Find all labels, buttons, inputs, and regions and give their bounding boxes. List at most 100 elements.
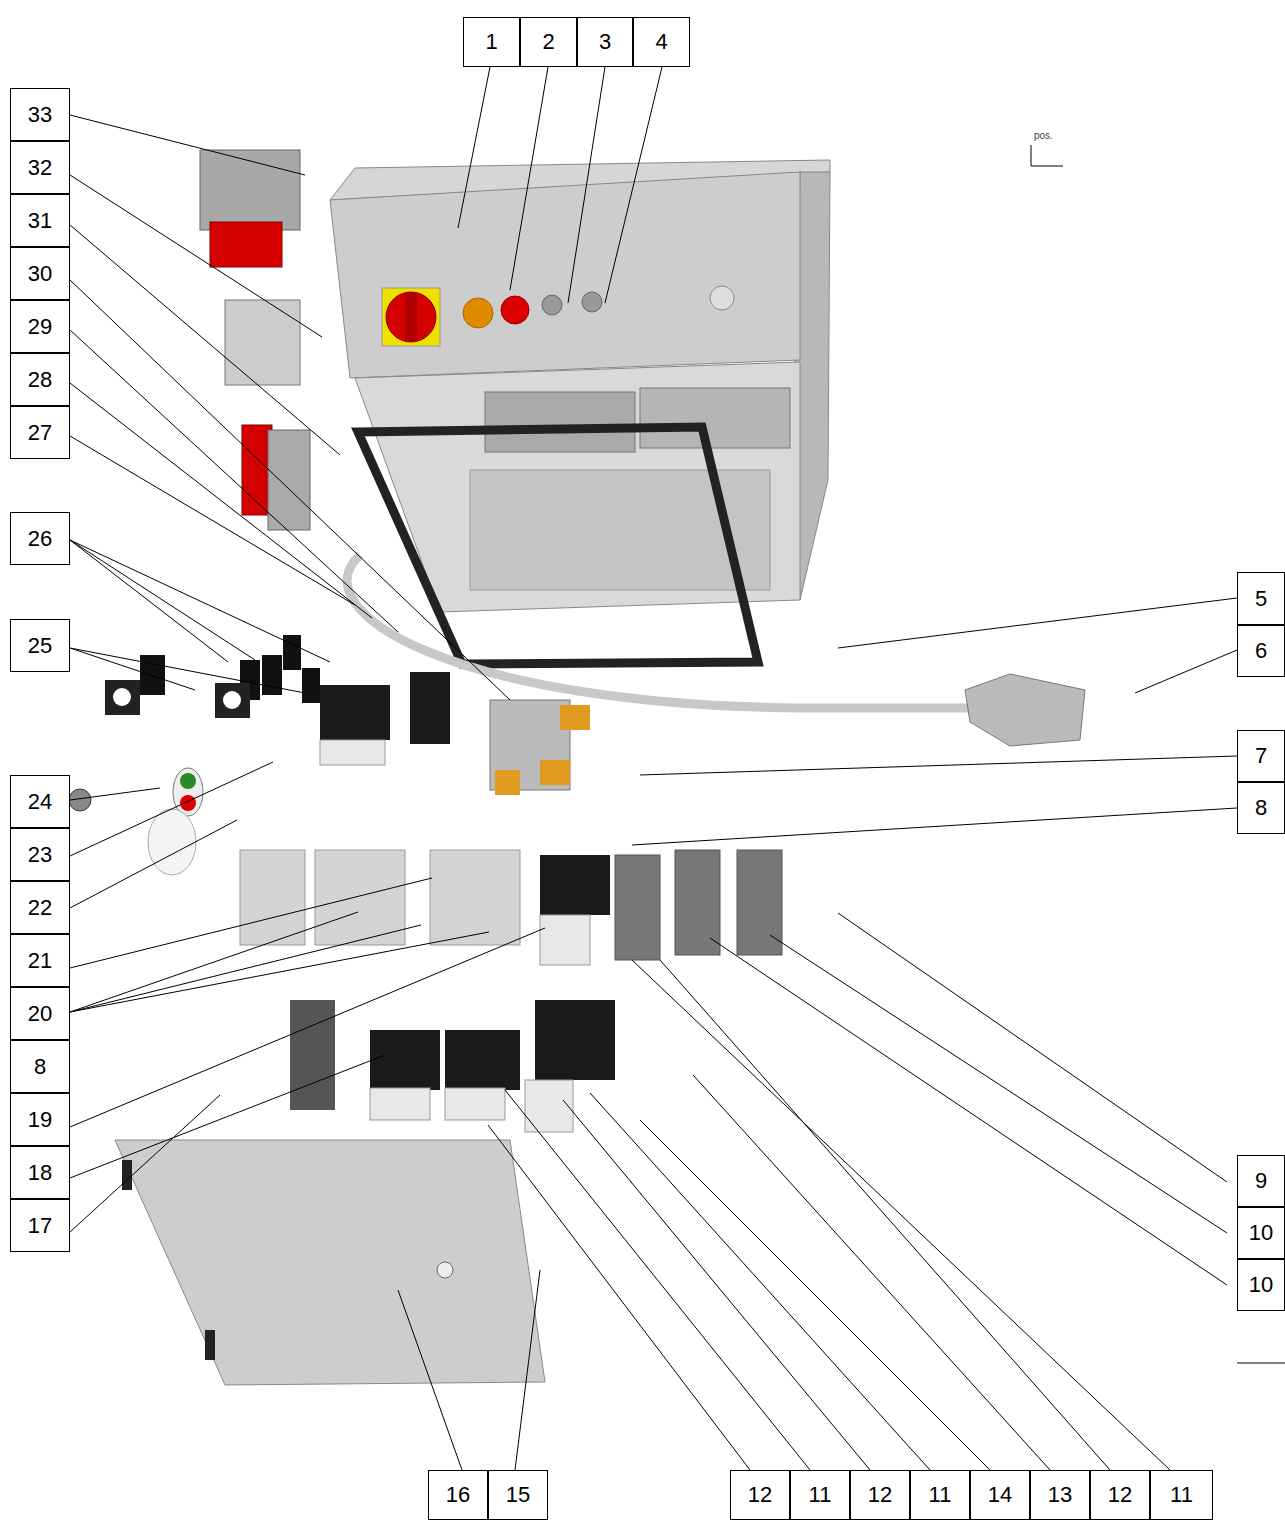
callout-number: 33	[28, 104, 52, 126]
connector	[965, 674, 1085, 746]
callout-number: 26	[28, 528, 52, 550]
callout-box: 25	[10, 619, 70, 672]
callout-number: 8	[1255, 797, 1267, 819]
contactor	[535, 1000, 615, 1080]
aux-contact	[283, 635, 301, 670]
button	[501, 296, 529, 324]
callout-box: 8	[10, 1040, 70, 1093]
callout-number: 25	[28, 635, 52, 657]
relay	[615, 855, 660, 960]
contactor	[445, 1030, 520, 1090]
blank-plug	[582, 292, 602, 312]
callout-number: 28	[28, 369, 52, 391]
callout-box: 9	[1237, 1155, 1285, 1207]
callout-number: 21	[28, 950, 52, 972]
callout-box: 6	[1237, 625, 1285, 677]
socket	[210, 222, 282, 267]
callout-number: 19	[28, 1109, 52, 1131]
callout-number: 13	[1048, 1484, 1072, 1506]
callout-box: 11	[1150, 1470, 1213, 1520]
terminal	[495, 770, 520, 795]
cabinet-front	[330, 172, 800, 378]
callout-number: 11	[1170, 1484, 1193, 1506]
callout-box: 12	[1090, 1470, 1150, 1520]
callout-box: 1	[463, 17, 520, 67]
contactor-base	[540, 915, 590, 965]
gasket	[358, 427, 758, 664]
holder-hole	[223, 691, 241, 709]
contactor-base	[370, 1088, 430, 1120]
callout-box: 15	[488, 1470, 548, 1520]
callout-box: 17	[10, 1199, 70, 1252]
cover	[148, 809, 196, 875]
double-button	[173, 768, 203, 816]
socket-body	[268, 430, 310, 530]
callout-number: 17	[28, 1215, 52, 1237]
callout-box: 11	[790, 1470, 850, 1520]
callout-number: 4	[655, 31, 667, 53]
switch-plate	[382, 288, 440, 346]
label-text: pos.	[1034, 130, 1053, 141]
callout-number: 12	[868, 1484, 892, 1506]
callout-box: 16	[428, 1470, 488, 1520]
callout-box: 32	[10, 141, 70, 194]
callout-number: 9	[1255, 1170, 1267, 1192]
callout-box: 12	[730, 1470, 790, 1520]
callout-number: 14	[988, 1484, 1012, 1506]
callout-number: 23	[28, 844, 52, 866]
aux-contact	[302, 668, 320, 703]
red-button	[180, 795, 196, 811]
contactor	[320, 685, 390, 740]
blank-plug	[542, 295, 562, 315]
callout-box: 14	[970, 1470, 1030, 1520]
callout-box: 22	[10, 881, 70, 934]
callout-number: 11	[929, 1484, 952, 1506]
contactor-base	[445, 1088, 505, 1120]
holder	[215, 683, 250, 718]
door	[115, 1140, 545, 1385]
callout-number: 22	[28, 897, 52, 919]
breaker	[430, 850, 520, 945]
green-button	[180, 773, 196, 789]
callout-number: 7	[1255, 745, 1267, 767]
callout-number: 15	[506, 1484, 530, 1506]
holder-hole	[113, 688, 131, 706]
callout-box: 10	[1237, 1259, 1285, 1311]
callout-number: 8	[34, 1056, 46, 1078]
callout-number: 29	[28, 316, 52, 338]
aux-contact	[262, 655, 282, 695]
lamp	[463, 298, 493, 328]
callout-box: 30	[10, 247, 70, 300]
module	[290, 1000, 335, 1110]
terminal	[540, 760, 570, 785]
breaker	[315, 850, 405, 945]
contactor	[540, 855, 610, 915]
callout-number: 16	[446, 1484, 470, 1506]
callout-number: 30	[28, 263, 52, 285]
callout-box: 4	[633, 17, 690, 67]
callout-box: 3	[577, 17, 633, 67]
callout-box: 11	[910, 1470, 970, 1520]
switch-handle	[405, 292, 417, 342]
hinge	[122, 1160, 132, 1190]
callout-number: 31	[28, 210, 52, 232]
callout-number: 18	[28, 1162, 52, 1184]
callout-number: 11	[809, 1484, 832, 1506]
plug	[225, 300, 300, 385]
callout-number: 10	[1249, 1274, 1273, 1296]
callout-number: 20	[28, 1003, 52, 1025]
callout-box: 8	[1237, 782, 1285, 834]
callout-number: 5	[1255, 588, 1267, 610]
callout-number: 12	[748, 1484, 772, 1506]
relay	[675, 850, 720, 955]
callout-box: 29	[10, 300, 70, 353]
din-rail	[485, 392, 635, 452]
callout-box: 12	[850, 1470, 910, 1520]
callout-box: 24	[10, 775, 70, 828]
callout-box: 21	[10, 934, 70, 987]
cable-gland	[710, 286, 734, 310]
leader-lines	[70, 67, 1285, 1470]
callout-box: 20	[10, 987, 70, 1040]
callout-number: 32	[28, 157, 52, 179]
